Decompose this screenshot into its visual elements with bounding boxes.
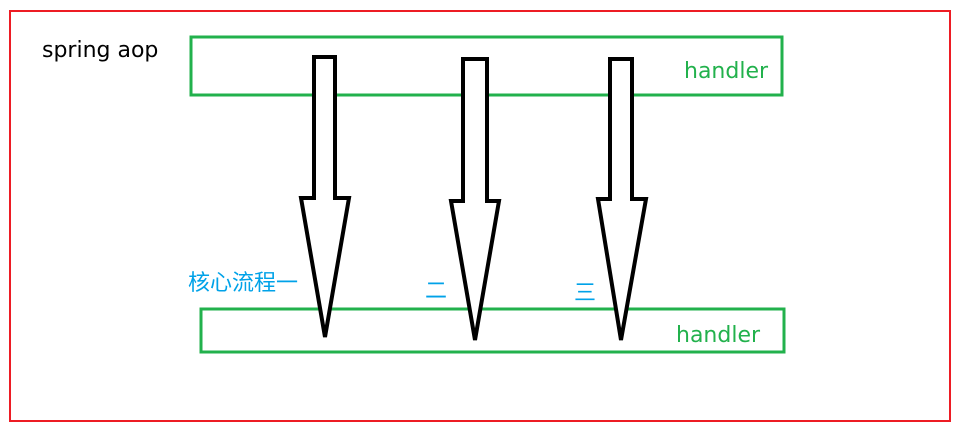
flow-label-3: 三 [574,281,596,306]
bottom-handler-label: handler [676,323,761,348]
top-handler-label: handler [684,59,769,84]
flow-label-2: 二 [425,279,447,304]
diagram-title: spring aop [42,38,158,63]
flow-arrow-2 [448,57,502,341]
outer-frame [9,10,951,422]
flow-arrow-1 [298,55,352,338]
flow-arrow-3 [595,57,649,341]
bottom-handler-box: handler [199,307,786,354]
bottom-handler-rect [199,307,786,354]
flow-label-1: 核心流程一 [188,271,298,296]
